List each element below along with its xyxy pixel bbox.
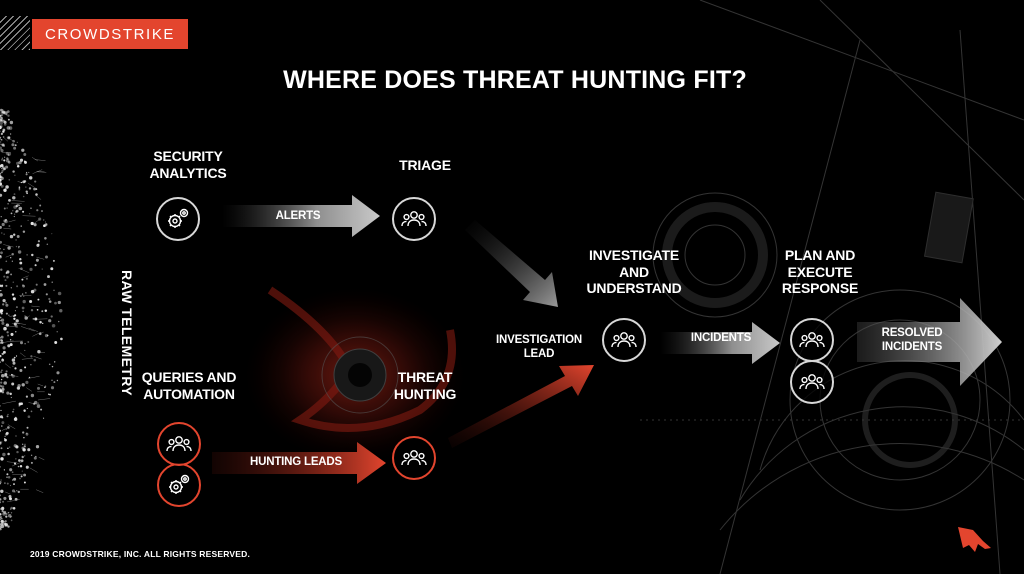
investigate-understand-label: INVESTIGATE AND UNDERSTAND [586,247,682,297]
incidents-arrow-label: INCIDENTS [690,332,752,344]
plan-execute-back-node [790,360,834,404]
plan-execute-response-label: PLAN AND EXECUTE RESPONSE [781,247,859,297]
hatch-decoration [0,16,30,50]
copyright-footer: 2019 CROWDSTRIKE, INC. ALL RIGHTS RESERV… [30,549,251,559]
plan-execute-node [790,318,834,362]
particle-field [0,108,63,531]
people-group-icon [401,211,427,227]
triage-to-investigate-arrow-shape [465,220,558,307]
people-group-icon [799,332,825,348]
incidents-arrow-shape [660,322,780,364]
people-group-icon [166,436,192,452]
security-analytics-node [156,197,200,241]
threat-to-investigate-arrow-shape [448,365,594,448]
gears-icon [169,474,190,494]
people-group-icon [401,450,427,466]
queries-automation-node [157,422,201,466]
hunting-leads-arrow-shape [212,442,386,484]
slide-title: WHERE DOES THREAT HUNTING FIT? [283,66,747,94]
alerts-arrow-label: ALERTS [275,210,321,222]
gears-icon [168,208,189,228]
crowdstrike-logo: CROWDSTRIKE [32,19,188,49]
threat-hunting-label: THREAT HUNTING [393,369,457,402]
resolved-arrow-shape [857,298,1002,386]
people-group-icon [799,374,825,390]
security-analytics-label: SECURITY ANALYTICS [149,148,227,181]
alerts-arrow-shape [222,195,380,237]
eye-graphic [235,280,475,470]
investigation-lead-label: INVESTIGATION LEAD [496,334,582,360]
falcon-logo [958,527,991,552]
triage-label: TRIAGE [399,157,451,173]
hunting-leads-arrow-label: HUNTING LEADS [250,456,342,468]
triage-node [392,197,436,241]
threat-hunting-node [392,436,436,480]
tech-background [640,0,1024,574]
queries-automation-label: QUERIES AND AUTOMATION [141,369,237,402]
resolved-incidents-arrow-label: RESOLVED INCIDENTS [881,327,943,353]
investigate-node [602,318,646,362]
people-group-icon [611,332,637,348]
queries-automation-back-node [157,463,201,507]
logo-text: CROWDSTRIKE [44,25,176,43]
